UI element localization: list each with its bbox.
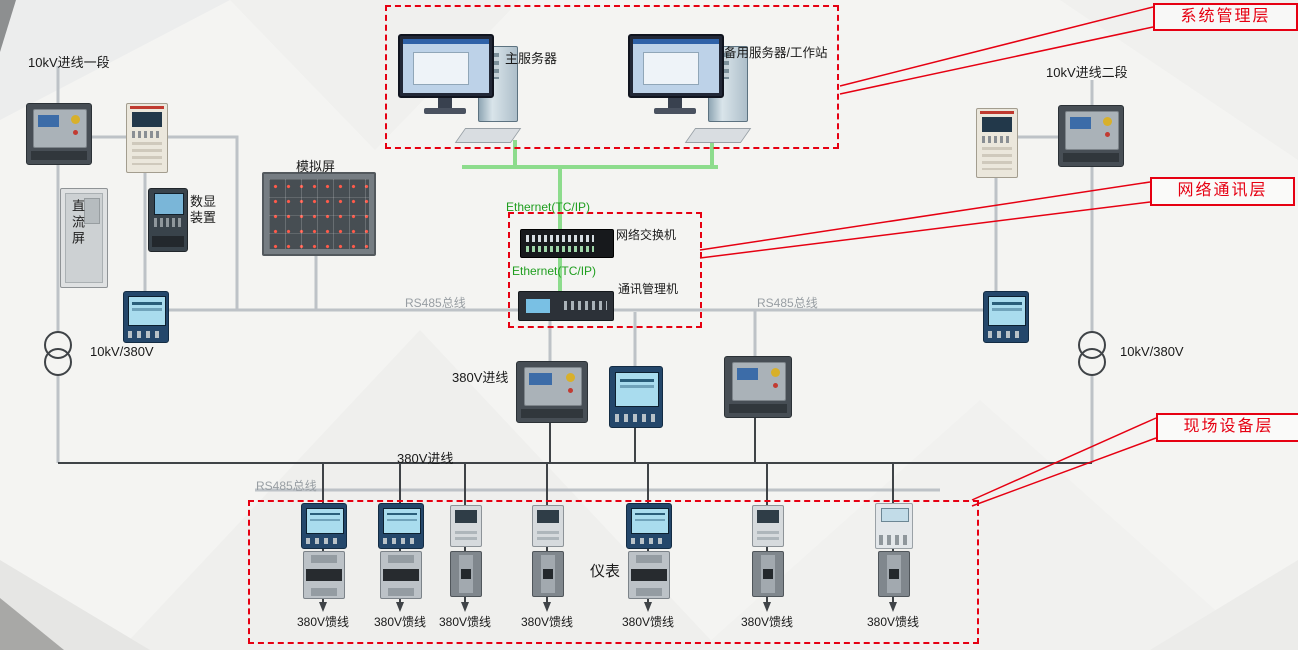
label-rs485-left: RS485总线 bbox=[405, 296, 466, 310]
feeder-meter-6 bbox=[752, 505, 784, 547]
label-rs485-right: RS485总线 bbox=[757, 296, 818, 310]
label-feeder-4: 380V馈线 bbox=[520, 615, 574, 629]
transformer-symbol-right bbox=[1078, 331, 1106, 376]
feeder-arrow-icons bbox=[319, 602, 897, 612]
label-feeder-3: 380V馈线 bbox=[438, 615, 492, 629]
label-rs485-field: RS485总线 bbox=[256, 479, 317, 493]
label-incoming-line2: 10kV进线二段 bbox=[1046, 65, 1128, 80]
protection-relay-left bbox=[126, 103, 168, 173]
label-main-server: 主服务器 bbox=[505, 51, 558, 66]
contactor-5 bbox=[628, 551, 670, 599]
label-mimic-panel: 模拟屏 bbox=[296, 159, 336, 174]
contactor-2 bbox=[380, 551, 422, 599]
label-lv-in-upper: 380V进线 bbox=[452, 370, 509, 385]
power-lines bbox=[58, 416, 1092, 602]
mccb-breaker-3 bbox=[450, 551, 482, 597]
mccb-breaker-7 bbox=[878, 551, 910, 597]
dc-panel-cabinet: 直流屏 bbox=[60, 188, 108, 288]
feeder-meter-5 bbox=[626, 503, 672, 549]
feeder-meter-1 bbox=[301, 503, 347, 549]
multifunction-meter-right bbox=[983, 291, 1029, 343]
network-switch-device bbox=[520, 229, 614, 258]
label-meters: 仪表 bbox=[590, 563, 621, 580]
label-lv-in-lower: 380V进线 bbox=[397, 451, 454, 466]
multifunction-meter-left bbox=[123, 291, 169, 343]
server-main-monitor bbox=[398, 34, 494, 98]
label-system-layer: 系统管理层 bbox=[1153, 3, 1298, 31]
ethernet-lines bbox=[462, 140, 718, 291]
label-backup-server: 备用服务器/工作站 bbox=[724, 46, 828, 60]
acb-breaker-lv-right bbox=[724, 356, 792, 418]
label-comm-gateway: 通讯管理机 bbox=[618, 282, 679, 296]
transformer-symbol-left bbox=[44, 331, 72, 376]
feeder-meter-2 bbox=[378, 503, 424, 549]
mccb-breaker-6 bbox=[752, 551, 784, 597]
label-transformer-left: 10kV/380V bbox=[90, 344, 154, 359]
din-energy-meter-7 bbox=[875, 503, 913, 549]
display-device-unit bbox=[148, 188, 188, 252]
contactor-1 bbox=[303, 551, 345, 599]
mimic-panel bbox=[262, 172, 376, 256]
server-main bbox=[398, 30, 550, 143]
label-feeder-5: 380V馈线 bbox=[621, 615, 675, 629]
label-ethernet-top: Ethernet(TC/IP) bbox=[506, 200, 591, 214]
dc-panel-label: 直流屏 bbox=[70, 199, 85, 247]
label-network-layer: 网络通讯层 bbox=[1150, 177, 1295, 206]
label-feeder-7: 380V馈线 bbox=[866, 615, 920, 629]
acb-breaker-incoming-left bbox=[26, 103, 92, 165]
label-feeder-1: 380V馈线 bbox=[296, 615, 350, 629]
mccb-breaker-4 bbox=[532, 551, 564, 597]
server-main-keyboard bbox=[454, 128, 522, 143]
rs485-and-feed-lines bbox=[56, 66, 1094, 492]
label-feeder-2: 380V馈线 bbox=[373, 615, 427, 629]
label-field-layer: 现场设备层 bbox=[1156, 413, 1298, 442]
acb-breaker-lv-left bbox=[516, 361, 588, 423]
label-transformer-right: 10kV/380V bbox=[1120, 344, 1184, 359]
acb-breaker-incoming-right bbox=[1058, 105, 1124, 167]
label-incoming-line1: 10kV进线一段 bbox=[28, 55, 110, 70]
label-feeder-6: 380V馈线 bbox=[740, 615, 794, 629]
label-ethernet-mid: Ethernet(TC/IP) bbox=[512, 264, 597, 278]
label-network-switch: 网络交换机 bbox=[616, 228, 677, 242]
label-display-device: 数显装置 bbox=[190, 194, 217, 226]
multifunction-meter-center bbox=[609, 366, 663, 428]
server-backup-monitor bbox=[628, 34, 724, 98]
comm-gateway-device bbox=[518, 291, 614, 321]
protection-relay-right bbox=[976, 108, 1018, 178]
feeder-meter-4 bbox=[532, 505, 564, 547]
server-backup-keyboard bbox=[684, 128, 752, 143]
feeder-meter-3 bbox=[450, 505, 482, 547]
server-backup bbox=[628, 30, 780, 143]
